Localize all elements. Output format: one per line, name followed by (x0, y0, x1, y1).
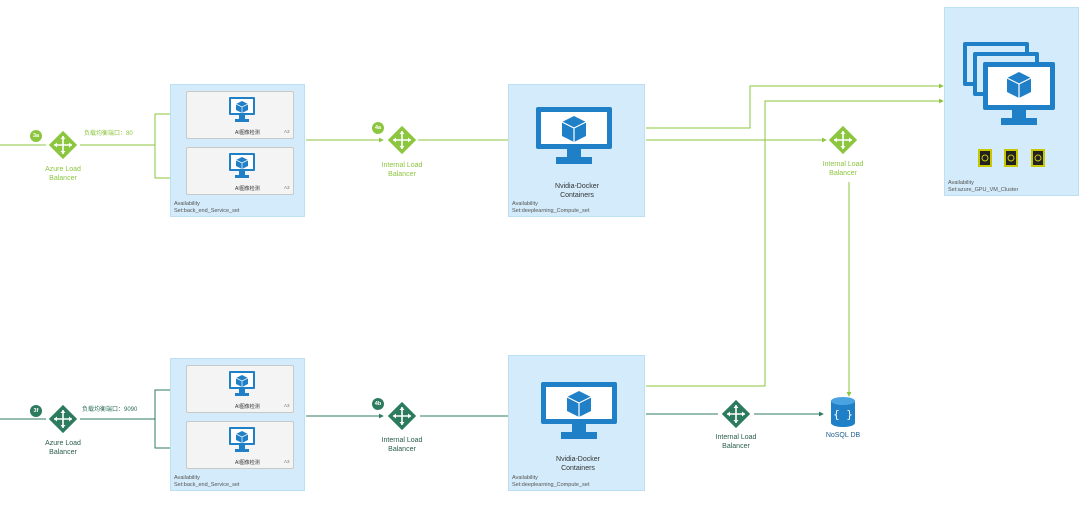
deeplearning-availability-set: Nvidia-Docker Containers Availability Se… (508, 355, 645, 491)
vm-card[interactable]: AI图像检测 A3 (186, 147, 294, 195)
step-badge-4a: 4a (372, 122, 384, 134)
gpu-icon (1004, 149, 1018, 167)
load-balancer-icon[interactable] (826, 123, 860, 157)
azure-load-balancer-label: Azure Load Balancer (45, 440, 81, 456)
step-badge-3a: 3a (30, 130, 42, 142)
container-monitor-icon[interactable] (534, 105, 614, 167)
backend-availability-set: AI图像检测 A3 AI图像检测 A3 Availability Set:bac… (170, 358, 305, 491)
vm-card-tag: A3 (284, 185, 290, 190)
vm-card-label: AI图像检测 (235, 130, 260, 136)
deeplearning-availability-set: Nvidia-Docker Containers Availability Se… (508, 84, 645, 217)
internal-load-balancer-label: Internal Load Balancer (715, 434, 757, 450)
vm-card-tag: A3 (284, 129, 290, 134)
availability-set-caption: Availability Set:back_end_Service_set (174, 475, 240, 488)
vm-card[interactable]: AI图像检测 A3 (186, 365, 294, 413)
virtual-machine-icon (229, 427, 255, 452)
vm-card-label: AI图像检测 (235, 186, 260, 192)
load-balancer-icon[interactable] (719, 397, 753, 431)
vm-card-tag: A3 (284, 403, 290, 408)
nvidia-docker-label: Nvidia-Docker Containers (555, 183, 599, 199)
container-monitor-icon[interactable] (539, 380, 619, 442)
vm-card[interactable]: AI图像检测 A3 (186, 91, 294, 139)
load-balancer-icon[interactable] (385, 123, 419, 157)
port-label: 负载均衡端口：9090 (82, 407, 138, 413)
step-badge-4b: 4b (372, 398, 384, 410)
virtual-machine-icon (229, 153, 255, 178)
load-balancer-icon[interactable] (46, 402, 80, 436)
database-icon[interactable]: { } (830, 396, 856, 428)
internal-load-balancer-label: Internal Load Balancer (822, 161, 864, 177)
azure-load-balancer-label: Azure Load Balancer (45, 166, 81, 182)
gpu-icon (978, 149, 992, 167)
backend-availability-set: AI图像检测 A3 AI图像检测 A3 Availability Set:bac… (170, 84, 305, 217)
gpu-vm-cluster-availability-set: Availability Set:azure_GPU_VM_Cluster (944, 7, 1079, 196)
virtual-machine-icon (229, 371, 255, 396)
availability-set-caption: Availability Set:azure_GPU_VM_Cluster (948, 180, 1019, 193)
port-label: 负载均衡端口：80 (84, 131, 133, 137)
step-badge-3f: 3f (30, 405, 42, 417)
nvidia-docker-label: Nvidia-Docker Containers (556, 456, 600, 472)
vm-card-label: AI图像检测 (235, 460, 260, 466)
vm-card-tag: A3 (284, 459, 290, 464)
virtual-machine-icon[interactable] (959, 38, 1061, 138)
load-balancer-icon[interactable] (385, 399, 419, 433)
availability-set-caption: Availability Set:deeplearning_Compute_se… (512, 201, 590, 214)
virtual-machine-icon (229, 97, 255, 122)
availability-set-caption: Availability Set:deeplearning_Compute_se… (512, 475, 590, 488)
gpu-icon (1031, 149, 1045, 167)
vm-card[interactable]: AI图像检测 A3 (186, 421, 294, 469)
internal-load-balancer-label: Internal Load Balancer (381, 437, 423, 453)
load-balancer-icon[interactable] (46, 128, 80, 162)
vm-card-label: AI图像检测 (235, 404, 260, 410)
svg-text:{ }: { } (833, 408, 853, 421)
internal-load-balancer-label: Internal Load Balancer (381, 162, 423, 178)
availability-set-caption: Availability Set:back_end_Service_set (174, 201, 240, 214)
nosql-db-label: NoSQL DB (825, 432, 861, 439)
